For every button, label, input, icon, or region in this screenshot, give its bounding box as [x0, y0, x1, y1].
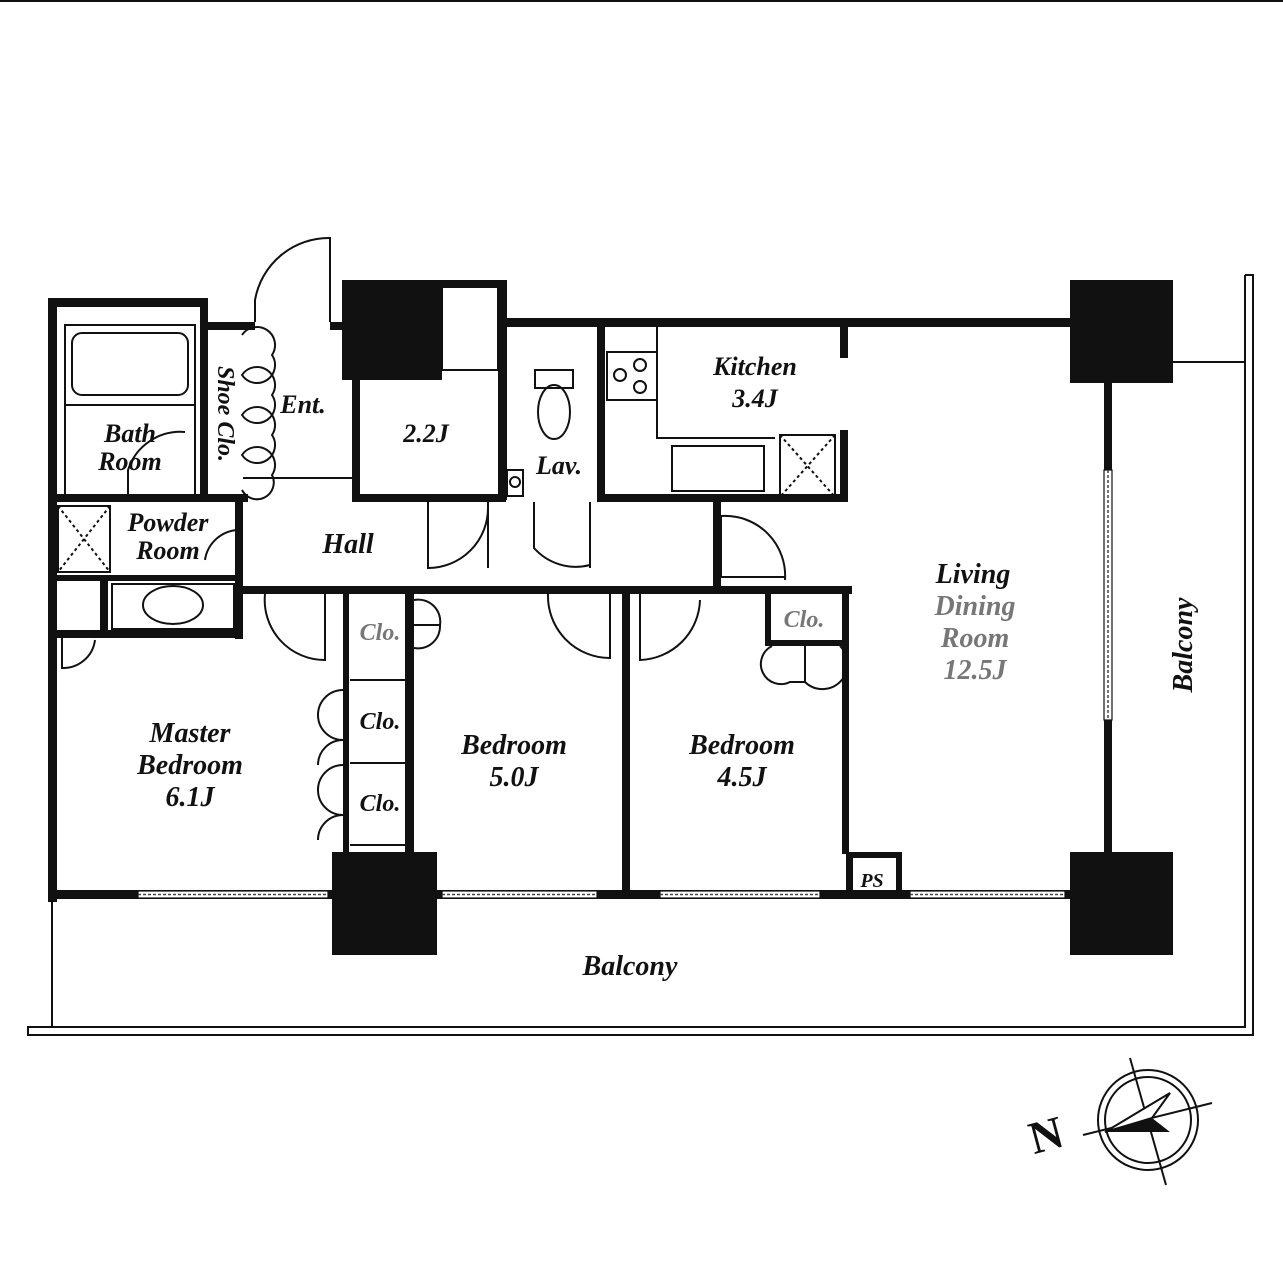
balcony-outline	[27, 274, 1254, 1036]
bath-label-2: Room	[97, 447, 162, 476]
master-label-1: Master	[149, 718, 232, 749]
doors	[61, 236, 849, 841]
fixtures	[57, 324, 836, 630]
balcony-south-label: Balcony	[582, 951, 678, 982]
shoe-closet-label: Shoe Clo.	[212, 366, 238, 462]
bath-label-1: Bath	[103, 419, 156, 448]
entrance-label: Ent.	[279, 390, 326, 419]
kitchen-label-2: 3.4J	[731, 384, 779, 413]
compass-icon: N	[1023, 1057, 1213, 1186]
closet1-label: Clo.	[360, 620, 401, 646]
hall-label: Hall	[321, 529, 374, 560]
powder-label-2: Room	[135, 536, 200, 565]
north-label: N	[1023, 1106, 1068, 1164]
bedroom2-label-1: Bedroom	[688, 730, 795, 761]
powder-label-1: Powder	[127, 508, 210, 537]
living-label-2: Dining	[934, 591, 1016, 622]
structural-columns	[332, 280, 1173, 955]
storage-label: 2.2J	[402, 419, 450, 448]
windows	[137, 469, 1113, 899]
lavatory-label: Lav.	[535, 451, 582, 480]
living-label-1: Living	[935, 559, 1011, 590]
master-label-3: 6.1J	[166, 782, 216, 813]
bedroom1-label-1: Bedroom	[460, 730, 567, 761]
living-label-4: 12.5J	[944, 655, 1008, 686]
master-label-2: Bedroom	[136, 750, 243, 781]
balcony-east-label: Balcony	[1168, 597, 1199, 693]
ps-label: PS	[859, 870, 883, 892]
thin-partitions	[243, 286, 499, 846]
living-label-3: Room	[940, 623, 1009, 654]
room-labels: Bath Room Powder Room Shoe Clo. Ent. 2.2…	[97, 352, 1199, 982]
bedroom1-label-2: 5.0J	[490, 762, 540, 793]
kitchen-label-1: Kitchen	[712, 352, 797, 381]
bedroom2-label-2: 4.5J	[717, 762, 768, 793]
closet2-label: Clo.	[360, 709, 401, 735]
closet3-label: Clo.	[360, 791, 401, 817]
closet4-label: Clo.	[784, 607, 825, 633]
